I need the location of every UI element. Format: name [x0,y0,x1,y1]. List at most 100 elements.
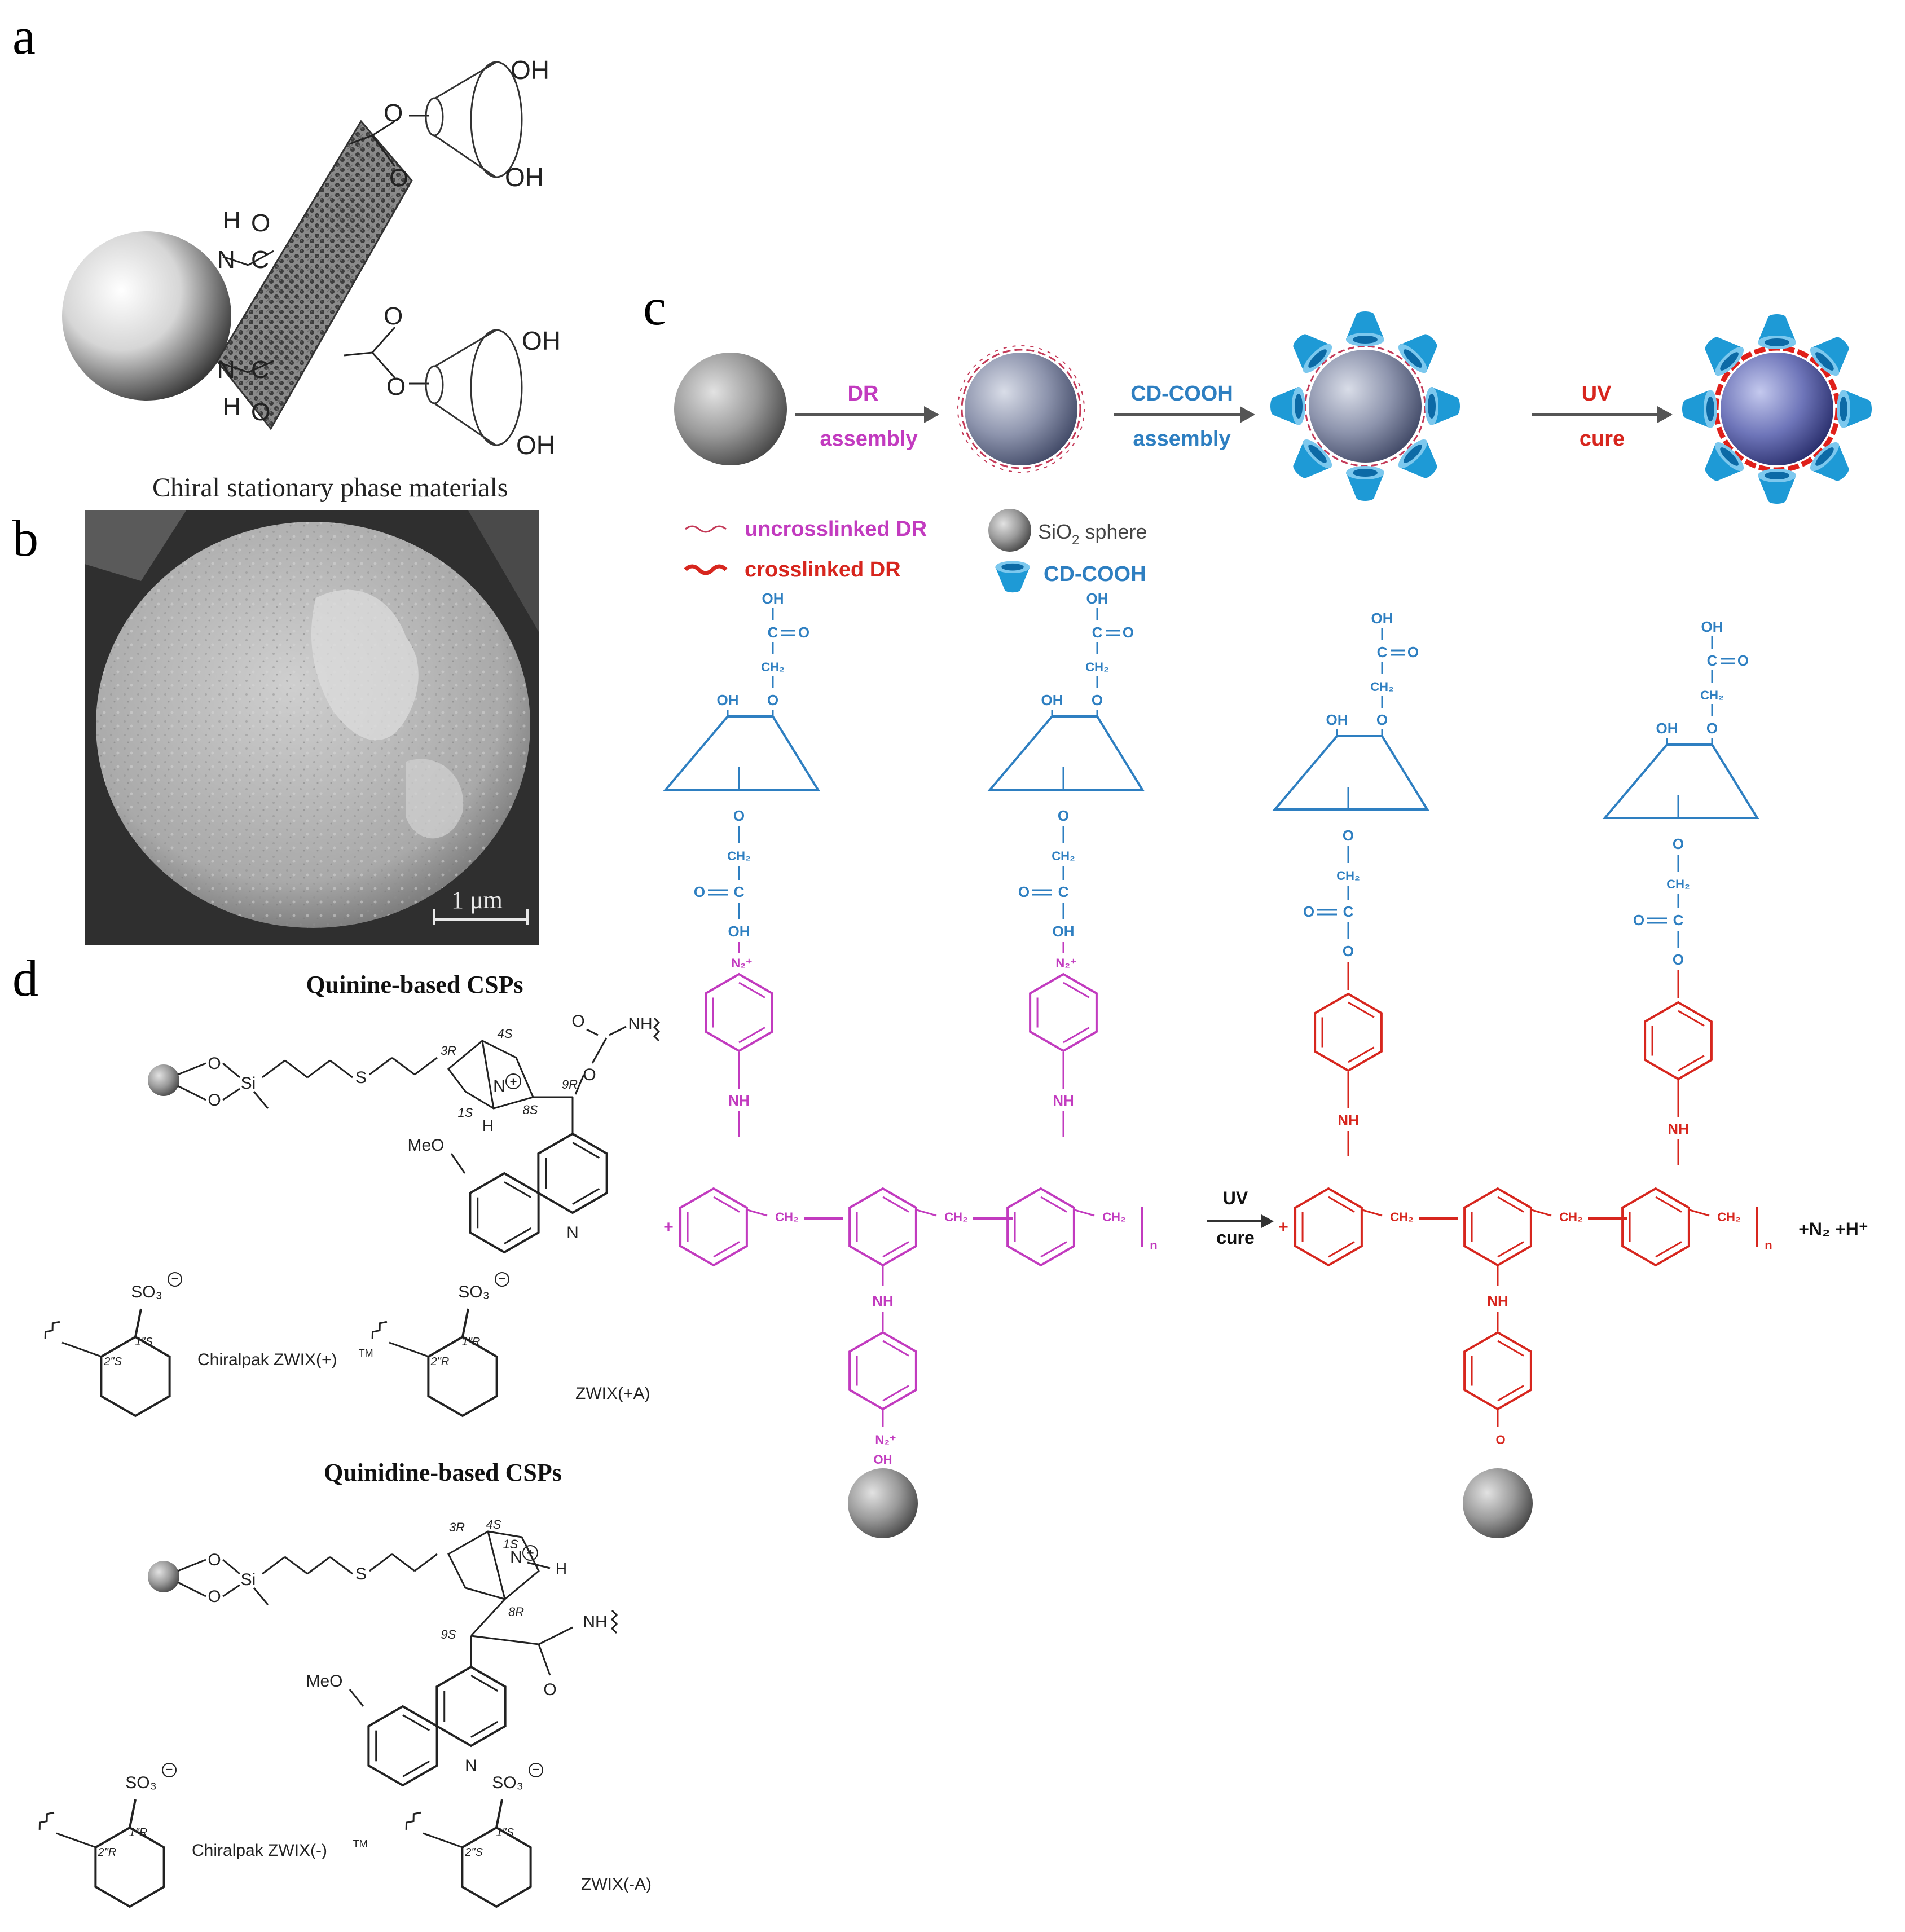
cd-bottom-o: O [1058,807,1069,824]
silica-sphere [62,231,231,401]
sem-particle-texture [96,522,530,928]
amide-atoms: H N O C N H C O [217,206,270,426]
negative-charge-sign: − [499,1271,506,1286]
legend-crosslinked-swatch [684,564,728,575]
cd-hydroxyls: OH OH OH OH [505,55,561,460]
nh-label: NH [1338,1112,1359,1129]
step2-label-2: assembly [1133,427,1230,451]
phenyl-ring-double-bond [1678,1010,1705,1027]
cd-bottom-ch2: CH₂ [1336,869,1360,883]
diazonium-label: N₂⁺ [731,956,752,970]
bond [916,1209,937,1217]
cd-top-carbonyl-o: O [1407,644,1419,661]
cd-ester-link: OH [728,923,750,940]
cd1-oh-bottom: OH [505,162,544,192]
quinoline-ring-b-double-bond [402,1714,430,1731]
panel-a-letter: a [12,7,36,65]
phenyl-ring [1314,992,1383,1072]
trademark-superscript: TM [359,1348,373,1359]
amide2-n: N [217,356,235,384]
cd-ring-oh: OH [1656,720,1678,737]
pendant-end-label: O [1495,1433,1505,1447]
nh-label: NH [872,1292,894,1309]
quinoline-ring-a [435,1665,507,1748]
bond [129,1799,137,1828]
byproduct-label: +N₂ +H⁺ [1798,1219,1868,1239]
panel-b-letter: b [12,509,38,567]
cd-top-c: C [1707,652,1718,669]
bond [538,1644,551,1676]
cd-top-oh: OH [1701,618,1723,635]
bond [349,1689,364,1707]
arrow-step-1 [795,406,939,423]
dr-layer-outer [957,345,1085,473]
cd-bottom-carbonyl-o: O [1633,912,1644,928]
negative-charge-sign: − [533,1762,540,1776]
stereo-c1: 1"R [462,1336,481,1348]
selector-label: Chiralpak ZWIX(+) [197,1350,337,1369]
cyclohexane-ring [94,1826,165,1908]
carbamate-o: O [583,1066,596,1084]
bond [1362,1209,1383,1217]
step3-label-1: UV [1582,382,1612,406]
cd-top-carbonyl-o: O [1123,624,1134,641]
cd-ester-link: O [1673,951,1684,968]
ester2-carbonyl-o: O [384,302,403,330]
quinoline-n: N [465,1757,477,1775]
cd-top-oh: OH [1086,590,1108,607]
cd-top-ether-o: O [1706,720,1718,737]
pendant-end-label: N₂⁺ [875,1433,896,1447]
cd-bottom-c: C [734,883,745,900]
step3-label-2: cure [1580,427,1625,451]
nh-label: NH [1053,1092,1074,1109]
backbone-ring-1-double-bond [882,1241,909,1258]
arrow-step-2 [1114,406,1255,423]
quinoline-ring-a-double-bond [470,1721,499,1738]
cd-top-oh: OH [1371,610,1393,627]
si-o-upper: O [208,1551,221,1569]
sulfonate-label: SO₃ [131,1283,162,1301]
stereo-label: 3R [441,1044,456,1058]
ester2-o: O [386,373,406,401]
bond [284,1556,308,1575]
cd-decorated-sphere [1270,311,1460,501]
bond [284,1059,308,1079]
quinoline-ring-b-double-bond [504,1181,532,1198]
bond [177,1559,206,1572]
ester-atoms: O O O O [384,99,408,401]
bond [222,1584,240,1597]
bond [177,1062,206,1076]
bond [56,1832,96,1849]
pendant-ring-double-bond [882,1340,909,1357]
backbone-ring-0-double-bond [713,1196,740,1213]
stereo-label: 8S [523,1103,538,1117]
bond [591,1037,608,1064]
backbone-ring-0-double-bond [1328,1196,1355,1213]
bond [389,1341,429,1358]
bond [586,1028,599,1036]
backbone-ring-1-double-bond [1497,1241,1524,1258]
cd-top-carbonyl-o: O [798,624,809,641]
bond [470,1635,539,1645]
step2-label-1: CD-COOH [1130,382,1233,406]
cd-bottom-carbonyl-o: O [1018,883,1030,900]
cd-ester-link: O [1343,943,1354,960]
si-atom: Si [241,1570,256,1589]
attachment-wavy-icon [44,1321,60,1339]
cd-top-carbonyl-o: O [1737,652,1749,669]
anchor-silica-sphere [1463,1468,1533,1538]
negative-charge-sign: − [171,1271,179,1286]
chain-end-plus: + [663,1218,674,1236]
backbone-ring-1 [1463,1187,1532,1267]
s-atom: S [355,1565,367,1583]
sem-background-debris-right [468,510,539,632]
dr-coated-sphere [965,353,1077,465]
stereo-label: 4S [486,1517,501,1531]
si-o-lower: O [208,1587,221,1606]
